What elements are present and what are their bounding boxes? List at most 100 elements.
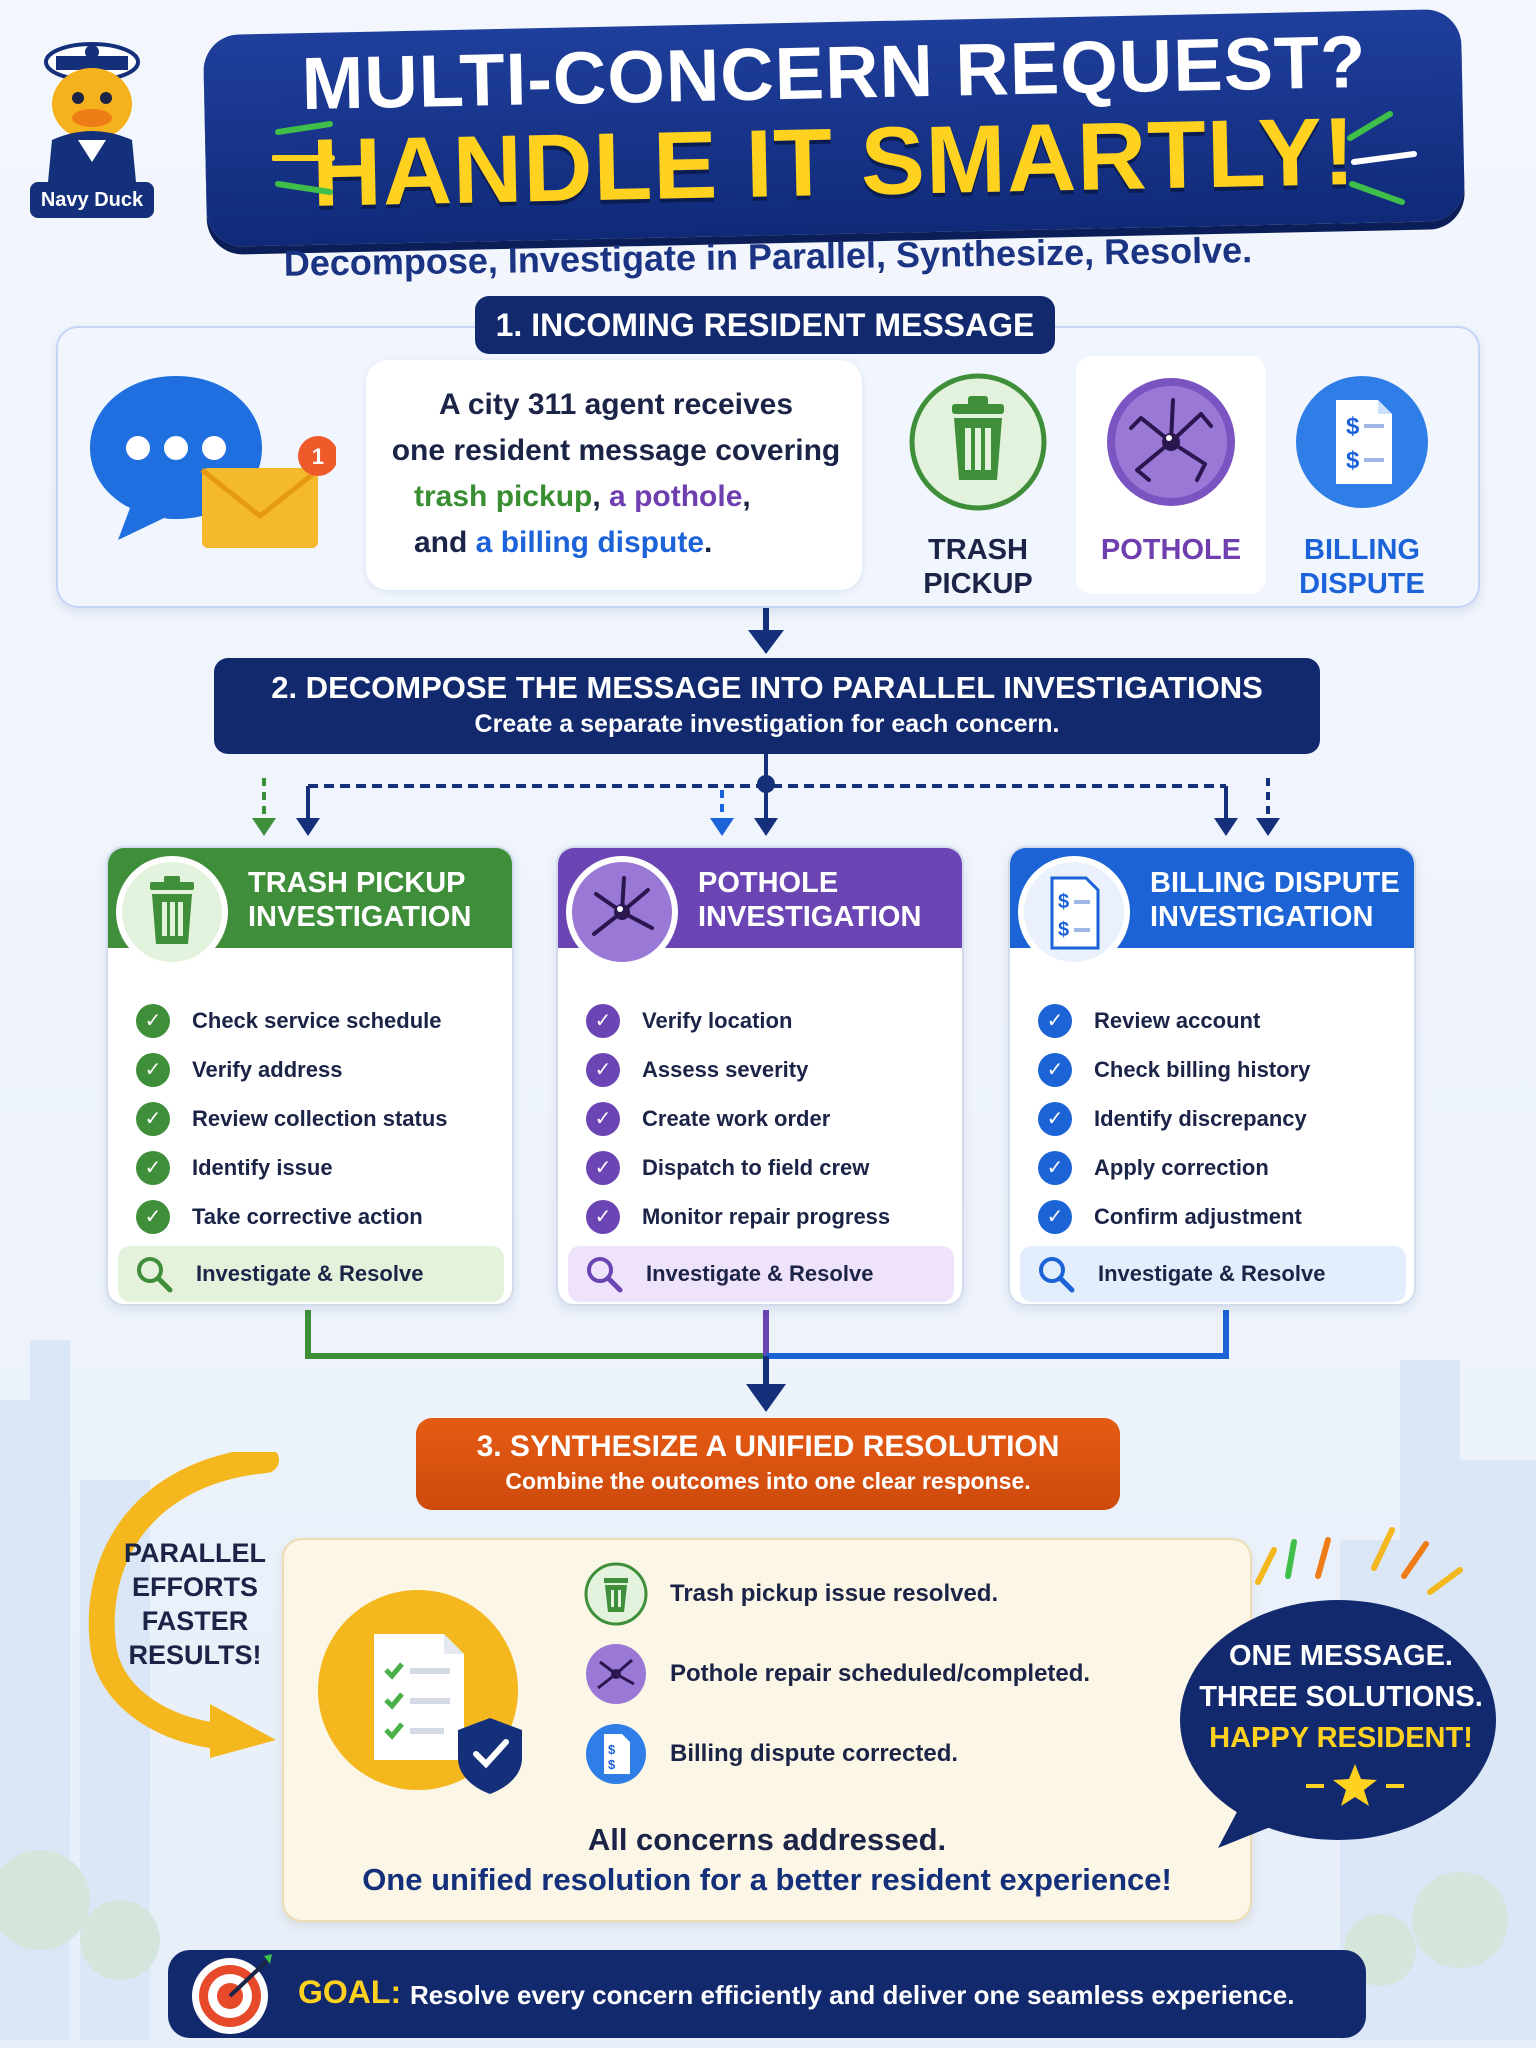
- list-item: ✓ Check service schedule: [136, 996, 448, 1045]
- step-text: Check billing history: [1094, 1056, 1311, 1082]
- card-title-line-1: TRASH PICKUP: [248, 867, 466, 899]
- message-line-3: trash pickup, a pothole,: [386, 474, 846, 520]
- concern-trash-line-2: PICKUP: [923, 568, 1033, 600]
- bubble-text: ONE MESSAGE. THREE SOLUTIONS. HAPPY RESI…: [1196, 1636, 1486, 1759]
- outcome-text: Pothole repair scheduled/completed.: [670, 1660, 1091, 1687]
- step-text: Create work order: [642, 1105, 831, 1131]
- step-text: Verify address: [192, 1056, 343, 1082]
- notification-count: 1: [312, 444, 324, 469]
- step-list: ✓ Verify location ✓Assess severity ✓ Creat…: [586, 996, 890, 1241]
- list-item: ✓ Apply correction: [1038, 1143, 1310, 1192]
- sparkle-lines-left-icon: [272, 121, 335, 195]
- step-text: Take corrective action: [192, 1203, 423, 1229]
- trash-can-icon: [584, 1562, 648, 1626]
- check-icon: ✓: [1038, 1003, 1072, 1038]
- check-icon: ✓: [586, 1199, 620, 1234]
- check-icon: ✓: [1038, 1199, 1072, 1234]
- message-card: [366, 360, 862, 590]
- trash-highlight: trash pickup: [414, 480, 593, 513]
- pothole-icon: [1107, 378, 1235, 506]
- list-item: ✓ Confirm adjustment: [1038, 1192, 1310, 1241]
- section-2-header: 2. DECOMPOSE THE MESSAGE INTO PARALLEL I…: [214, 658, 1320, 754]
- list-item: ✓Dispatch to field crew: [586, 1143, 890, 1192]
- magnifier-icon: [1039, 1257, 1075, 1293]
- svg-text:$: $: [1058, 919, 1069, 941]
- navy-duck-mascot: Navy Duck: [22, 22, 162, 222]
- check-icon: ✓: [1038, 1101, 1072, 1136]
- step-text: Review collection status: [192, 1105, 448, 1131]
- concern-pothole: POTHOLE: [1080, 372, 1262, 567]
- note-line-2: EFFORTS: [132, 1572, 258, 1602]
- target-icon: [192, 1954, 272, 2034]
- message-line-1: A city 311 agent receives: [438, 388, 794, 421]
- goal-label: GOAL:: [298, 1974, 402, 2010]
- investigate-resolve-bar: Investigate & Resolve: [1020, 1246, 1406, 1302]
- section-2-subtitle: Create a separate investigation for each…: [474, 710, 1060, 738]
- step-text: Confirm adjustment: [1094, 1203, 1302, 1229]
- list-item: ✓Check billing history: [1038, 1045, 1310, 1094]
- section-3-title: 3. SYNTHESIZE A UNIFIED RESOLUTION: [476, 1430, 1060, 1463]
- svg-text:$: $: [608, 1757, 616, 1772]
- list-item: ✓ Identify issue: [136, 1143, 448, 1192]
- step-text: Identify issue: [192, 1154, 333, 1180]
- speech-bubble: [1180, 1527, 1496, 1848]
- message-text: A city 311 agent receives one resident m…: [386, 382, 846, 566]
- outcome-text: Trash pickup issue resolved.: [670, 1580, 999, 1607]
- note-line-3: FASTER: [141, 1606, 249, 1636]
- section-3-header: 3. SYNTHESIZE A UNIFIED RESOLUTION Combi…: [416, 1418, 1120, 1510]
- pothole-icon: [566, 856, 678, 968]
- summary-line-1: All concerns addressed.: [587, 1822, 947, 1857]
- curved-arrow-icon: [88, 1452, 279, 1758]
- check-icon: ✓: [586, 1003, 620, 1038]
- concern-trash-line-1: TRASH: [928, 534, 1028, 566]
- card-title-line-2: INVESTIGATION: [1150, 901, 1374, 933]
- note-line-4: RESULTS!: [128, 1640, 262, 1670]
- step-text: Verify location: [642, 1007, 793, 1033]
- step-text: Check service schedule: [192, 1007, 442, 1033]
- concern-billing-line-2: DISPUTE: [1299, 568, 1425, 600]
- goal-text: Resolve every concern efficiently and de…: [410, 1980, 1295, 2010]
- mascot-label: Navy Duck: [30, 182, 154, 218]
- check-icon: ✓: [586, 1101, 620, 1136]
- step-list: ✓Check service schedule ✓Verify address …: [136, 996, 448, 1241]
- list-item: ✓Review collection status: [136, 1094, 448, 1143]
- billing-document-icon: $ $: [1018, 856, 1130, 968]
- step-text: Apply correction: [1094, 1154, 1269, 1180]
- duck-icon: [44, 42, 140, 182]
- list-item: ✓Assess severity: [586, 1045, 890, 1094]
- step-text: Dispatch to field crew: [642, 1154, 870, 1180]
- check-icon: ✓: [136, 1150, 170, 1185]
- check-icon: ✓: [1038, 1150, 1072, 1185]
- magnifier-icon: [137, 1257, 173, 1293]
- billing-document-icon: $ $: [1296, 376, 1428, 508]
- list-item: ✓ Review account: [1038, 996, 1310, 1045]
- check-icon: ✓: [136, 1003, 170, 1038]
- check-icon: ✓: [136, 1199, 170, 1234]
- outcome-billing: $$ Billing dispute corrected.: [584, 1722, 958, 1786]
- check-icon: ✓: [586, 1052, 620, 1087]
- svg-text:$: $: [1058, 891, 1069, 913]
- message-line-2: one resident message covering: [391, 434, 841, 467]
- message-and: and: [414, 526, 476, 559]
- list-item: ✓ Take corrective action: [136, 1192, 448, 1241]
- step-text: Identify discrepancy: [1094, 1105, 1307, 1131]
- billing-highlight: a billing dispute: [475, 526, 705, 559]
- message-sep-1: ,: [592, 480, 610, 513]
- svg-text:$: $: [608, 1742, 616, 1757]
- step-text: Review account: [1094, 1007, 1261, 1033]
- card-title-line-1: POTHOLE: [698, 867, 839, 899]
- bubble-line-2: THREE SOLUTIONS.: [1199, 1681, 1483, 1713]
- outcome-trash: Trash pickup issue resolved.: [584, 1562, 998, 1626]
- step-text: Monitor repair progress: [642, 1203, 891, 1229]
- card-title-line-2: INVESTIGATION: [698, 901, 922, 933]
- svg-text:$: $: [1346, 447, 1360, 474]
- investigate-resolve-label: Investigate & Resolve: [1098, 1261, 1326, 1286]
- message-end: .: [704, 526, 713, 559]
- goal-bar: [168, 1950, 1366, 2038]
- summary-line-2: One unified resolution for a better resi…: [362, 1862, 1172, 1897]
- list-item: ✓ Monitor repair progress: [586, 1192, 890, 1241]
- trash-can-icon: [909, 373, 1047, 511]
- sparkle-lines-right-icon: [1347, 111, 1417, 205]
